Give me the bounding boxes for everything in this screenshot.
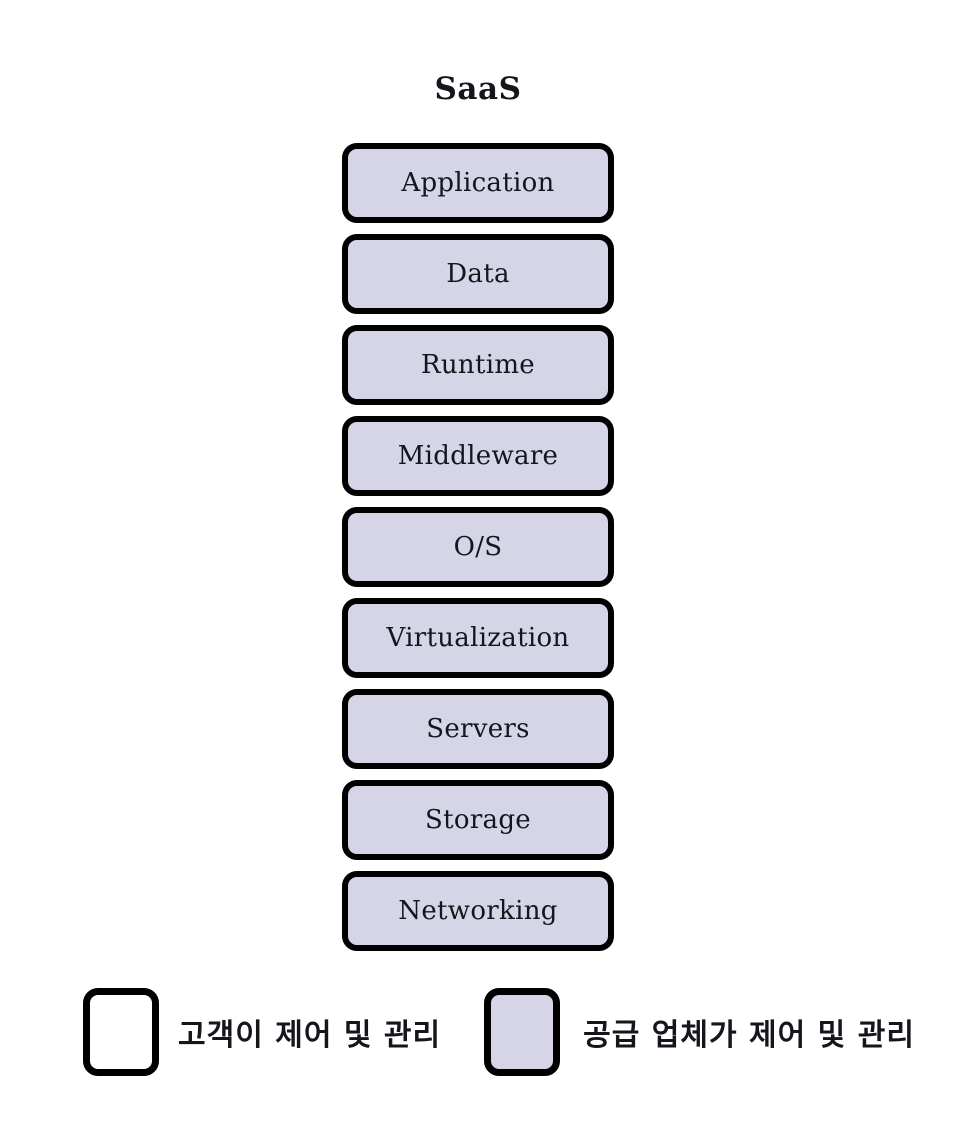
layer-label: Runtime [421,350,535,380]
layer-label: Data [446,259,510,289]
layer-label: Servers [426,714,530,744]
layer-box-runtime: Runtime [342,325,614,405]
layer-box-middleware: Middleware [342,416,614,496]
legend: 고객이 제어 및 관리 공급 업체가 제어 및 관리 [83,988,915,1076]
layer-box-networking: Networking [342,871,614,951]
customer-managed-swatch [83,988,159,1076]
provider-managed-label: 공급 업체가 제어 및 관리 [583,1018,915,1053]
layer-box-virtualization: Virtualization [342,598,614,678]
diagram-title: SaaS [434,71,522,107]
layer-label: Networking [398,896,558,926]
layer-label: Storage [425,805,531,835]
customer-managed-label: 고객이 제어 및 관리 [178,1018,442,1053]
layer-label: Middleware [397,441,559,471]
layer-box-servers: Servers [342,689,614,769]
layer-label: Application [401,168,555,198]
layer-box-o-s: O/S [342,507,614,587]
layer-label: Virtualization [386,623,570,653]
layer-label: O/S [453,532,503,562]
layer-box-application: Application [342,143,614,223]
layer-box-data: Data [342,234,614,314]
layer-box-storage: Storage [342,780,614,860]
provider-managed-swatch [484,988,561,1076]
